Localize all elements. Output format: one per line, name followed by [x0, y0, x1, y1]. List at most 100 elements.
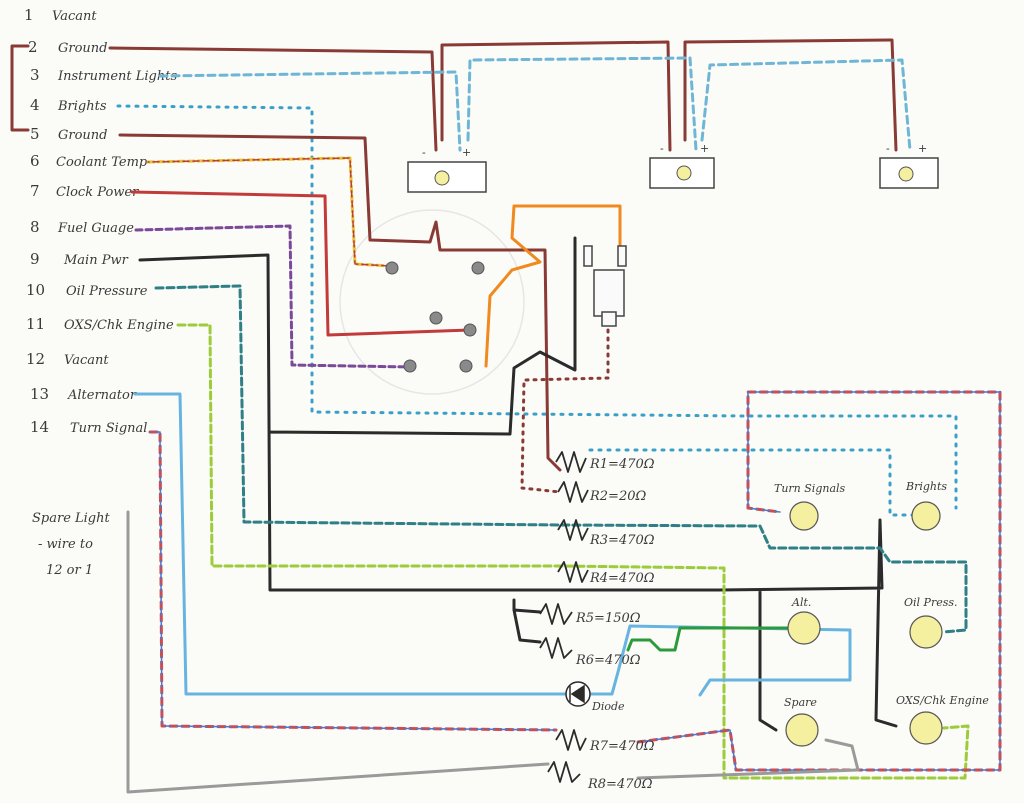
gauge-pins	[385, 261, 485, 373]
pin-label: OXS/Chk Engine	[64, 318, 174, 333]
lamp-icon	[911, 501, 941, 531]
lamp-labels: Turn Signals Brights Oil Press. Alt. Spa…	[774, 480, 989, 709]
wire-brights	[116, 104, 958, 510]
note-line: - wire to	[38, 537, 93, 552]
wire-fuel	[134, 224, 412, 369]
bulb-icon	[434, 170, 450, 186]
lamp-label: Oil Press.	[904, 596, 958, 609]
pin-number: 11	[26, 315, 45, 333]
resistor-r3	[557, 519, 589, 541]
wire-brights-loop	[588, 448, 920, 517]
resistor-label: R5=150Ω	[575, 611, 641, 626]
resistor-r2	[557, 481, 589, 503]
lamp-label: Brights	[905, 480, 947, 493]
plus-label: +	[918, 142, 927, 155]
wire-oil-pressure	[154, 284, 968, 634]
wire-alternator	[133, 392, 852, 697]
lamp-icon	[909, 711, 943, 745]
instrument-light-3: - +	[879, 142, 939, 189]
gauge-pin	[429, 311, 443, 325]
wire-turn-signal	[148, 390, 1002, 772]
resistor-label: R8=470Ω	[587, 777, 653, 792]
gauge-pin	[463, 323, 477, 337]
lamp-label: Turn Signals	[774, 482, 846, 495]
pin-number: 10	[26, 281, 45, 299]
resistor-label: R6=470Ω	[575, 653, 641, 668]
lamp-icon	[789, 501, 819, 531]
bulb-icon	[898, 166, 914, 182]
resistor-r8	[547, 761, 581, 783]
gauge-pin	[403, 359, 417, 373]
minus-label: -	[422, 146, 426, 159]
plus-label: +	[700, 142, 709, 155]
pin-label: Alternator	[67, 388, 137, 403]
pin-number: 13	[30, 385, 49, 403]
gauge-pin	[459, 359, 473, 373]
pin-number: 14	[30, 418, 49, 436]
pin-label: Ground	[58, 41, 108, 56]
minus-label: -	[886, 142, 890, 155]
note-line: 12 or 1	[46, 563, 93, 578]
resistor-label: R1=470Ω	[589, 457, 655, 472]
resistor-r1	[555, 451, 587, 473]
pin-label: Ground	[58, 128, 108, 143]
diode-icon	[569, 684, 585, 704]
wire-instrument-lights	[158, 56, 912, 152]
pin-label: Coolant Temp	[56, 155, 148, 170]
minus-label: -	[660, 142, 664, 155]
wire-ground-bracket	[10, 44, 30, 132]
resistor-label: R3=470Ω	[589, 533, 655, 548]
wire-green-alt	[626, 626, 792, 652]
wire-turn-signal-blue	[149, 391, 1001, 771]
pin-number: 6	[30, 152, 40, 170]
pin-label: Brights	[57, 99, 107, 114]
pin-label: Vacant	[64, 353, 109, 368]
pin-label: Vacant	[52, 9, 97, 24]
lamp-label: OXS/Chk Engine	[896, 694, 989, 707]
pin-number: 5	[30, 125, 40, 143]
connector-body	[593, 269, 625, 317]
plus-label: +	[462, 146, 471, 159]
connector-pin	[617, 245, 627, 267]
resistor-r7	[555, 729, 587, 751]
wire-r2-dotted	[520, 328, 610, 494]
resistor-label: R7=470Ω	[589, 739, 655, 754]
gauge-pin	[471, 261, 485, 275]
wire-main-power	[138, 236, 898, 732]
instrument-light-2: - +	[649, 142, 715, 189]
diode-label: Diode	[591, 700, 625, 713]
pin-number: 7	[30, 182, 40, 200]
wire-spare	[126, 510, 860, 794]
resistor-r6	[539, 637, 573, 659]
resistor-label: R4=470Ω	[589, 571, 655, 586]
lamp-label: Spare	[784, 696, 817, 709]
pin-number: 12	[26, 350, 45, 368]
pin-label: Turn Signal	[70, 421, 147, 436]
resistor-r5	[539, 603, 573, 625]
pin-number: 2	[28, 38, 38, 56]
bulb-icon	[676, 165, 692, 181]
lamp-label: Alt.	[791, 596, 811, 609]
resistor-r4	[557, 561, 589, 583]
wire-coolant-red	[147, 157, 391, 267]
pin-number: 9	[30, 250, 40, 268]
gauge-pin	[385, 261, 399, 275]
resistor-label: R2=20Ω	[589, 489, 646, 504]
diode: Diode	[565, 681, 625, 713]
lamp-icon	[787, 611, 821, 645]
wire-oxs	[176, 323, 970, 780]
connector-block	[583, 245, 627, 327]
connector-pin	[583, 245, 593, 267]
instrument-light-1: - +	[407, 146, 487, 193]
pin-number: 1	[24, 6, 34, 24]
spare-light-note: Spare Light - wire to 12 or 1	[32, 511, 111, 578]
pin-number: 3	[30, 66, 40, 84]
note-line: Spare Light	[32, 511, 111, 526]
gauge-outline	[339, 209, 525, 395]
pin-label: Fuel Guage	[57, 221, 134, 236]
lamp-icon	[909, 615, 943, 649]
wire-ground-5	[118, 133, 562, 472]
wire-gauge-orange	[484, 204, 622, 368]
